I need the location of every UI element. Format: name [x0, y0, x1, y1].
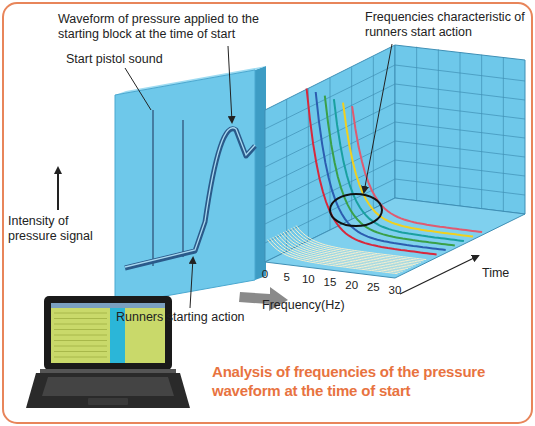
screen-line: [54, 318, 107, 319]
leader: [364, 44, 392, 192]
frame: [3, 3, 532, 423]
screen-lines: [54, 313, 107, 357]
screen-line: [54, 357, 107, 358]
grid-line: [481, 55, 482, 209]
spectra: [268, 89, 483, 274]
screen-line: [54, 346, 107, 347]
screen-line: [54, 313, 107, 314]
leader: [228, 46, 232, 122]
leader: [125, 68, 151, 110]
back-wall: [395, 45, 525, 214]
grid-line: [265, 160, 525, 224]
grid-line: [438, 49, 439, 203]
axis-label: Frequency(Hz): [262, 298, 372, 313]
screen-line: [54, 351, 107, 352]
leader: [190, 258, 193, 308]
tick-label: 30: [383, 283, 407, 298]
screen-line: [54, 340, 107, 341]
grid-line: [416, 47, 417, 201]
grid-line: [265, 103, 525, 167]
panel-side: [255, 66, 266, 280]
laptop-keyboard: [42, 377, 174, 396]
callout-label: Runners starting action: [116, 310, 286, 325]
grid-line: [265, 65, 525, 129]
up-arrow: [57, 168, 59, 210]
grid-line: [460, 52, 461, 206]
spectrum-curve: [343, 103, 473, 237]
waveform: [125, 129, 255, 268]
grid-line: [503, 57, 504, 211]
grid-line: [265, 179, 525, 243]
grid-line: [265, 84, 525, 148]
callout-label: Start pistol sound: [66, 52, 196, 67]
screen-line: [54, 324, 107, 325]
callout-label: Frequencies characteristic of runners st…: [365, 10, 530, 40]
laptop-hinge: [40, 369, 176, 373]
tick-label: 5: [275, 270, 299, 285]
start-line: [182, 120, 183, 257]
axis-label: Time: [482, 266, 522, 281]
waveform-highlight: [125, 128, 255, 267]
tick-label: 25: [361, 280, 385, 295]
spectrum-curve: [352, 106, 482, 232]
callout-label: Waveform of pressure applied to the star…: [58, 12, 294, 42]
screen-line: [54, 329, 107, 330]
laptop-lid: [44, 296, 172, 370]
time-arrow: [400, 256, 478, 294]
panel-face: [115, 70, 255, 305]
tick-label: 10: [296, 272, 320, 287]
grid-line: [265, 122, 525, 186]
spectrum-curve: [288, 230, 418, 264]
laptop-base: [26, 373, 190, 408]
tick-label: 0: [253, 267, 277, 282]
laptop-touchpad: [88, 398, 128, 405]
grid-line: [265, 141, 525, 205]
caption: Analysis of frequencies of the pressure …: [212, 362, 524, 400]
screen-bar: [51, 303, 165, 308]
tick-label: 15: [318, 275, 342, 290]
highlight-ellipse: [330, 194, 382, 226]
grid: [265, 47, 525, 252]
pistol-line: [152, 110, 153, 266]
tick-label: 20: [340, 278, 364, 293]
axis-label: Intensity of pressure signal: [8, 214, 116, 244]
screen-line: [54, 335, 107, 336]
